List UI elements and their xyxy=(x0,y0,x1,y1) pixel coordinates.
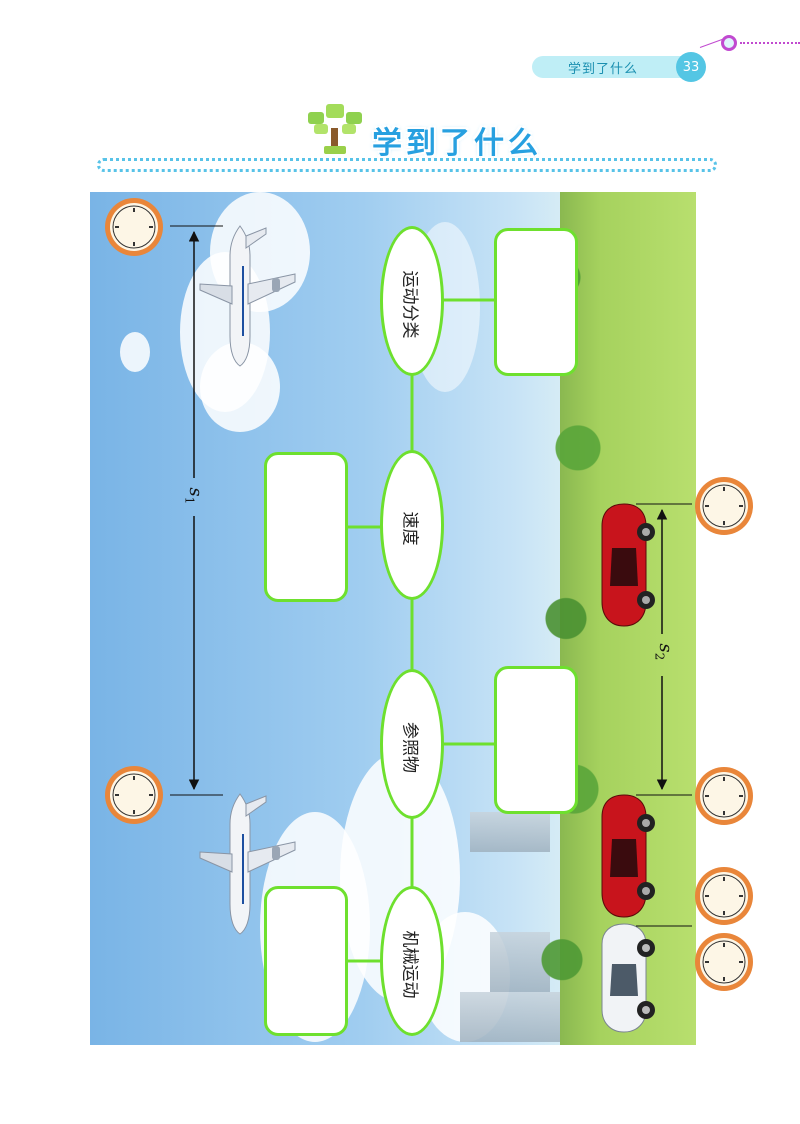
right-clock-bottom xyxy=(695,933,753,991)
title-divider xyxy=(97,158,717,172)
s2-label: s2 xyxy=(652,643,677,661)
airplane-icon xyxy=(199,225,296,367)
red-car-icon xyxy=(601,794,656,918)
s1-label: s1 xyxy=(182,487,207,505)
node-label: 参照物 xyxy=(399,722,420,773)
node-label: 运动分类 xyxy=(399,270,420,339)
answer-box-speed[interactable] xyxy=(264,452,348,602)
clock-icon xyxy=(104,197,164,257)
red-car-icon xyxy=(601,503,656,627)
clock-icon xyxy=(694,476,754,536)
section-label: 学到了什么 xyxy=(568,62,639,77)
concept-node-reference xyxy=(380,669,444,819)
cloud xyxy=(120,332,150,372)
concept-node-motion-classification xyxy=(380,226,444,376)
page-number: 33 xyxy=(676,52,706,82)
header-pill xyxy=(532,56,704,78)
clock-icon xyxy=(695,933,753,991)
node-label: 速度 xyxy=(399,511,420,546)
header-dotted-line xyxy=(740,42,800,44)
motion-scene: 运动分类 速度 参照物 机械运动 s1 s2 xyxy=(90,192,696,1045)
concept-node-speed xyxy=(380,450,444,600)
concept-node-mechanical-motion xyxy=(380,886,444,1036)
white-car-icon xyxy=(601,923,656,1033)
answer-box-reference[interactable] xyxy=(494,666,578,814)
header-dot-icon xyxy=(721,35,737,51)
clock-icon xyxy=(694,766,754,826)
tree-icon xyxy=(308,104,362,154)
node-label: 机械运动 xyxy=(399,930,420,999)
clock-icon xyxy=(104,765,164,825)
clock-icon xyxy=(694,866,754,926)
answer-box-mechanical-motion[interactable] xyxy=(264,886,348,1036)
page-title: 学到了什么 xyxy=(372,126,542,161)
right-clocks xyxy=(694,476,754,926)
answer-box-motion-classification[interactable] xyxy=(494,228,578,376)
